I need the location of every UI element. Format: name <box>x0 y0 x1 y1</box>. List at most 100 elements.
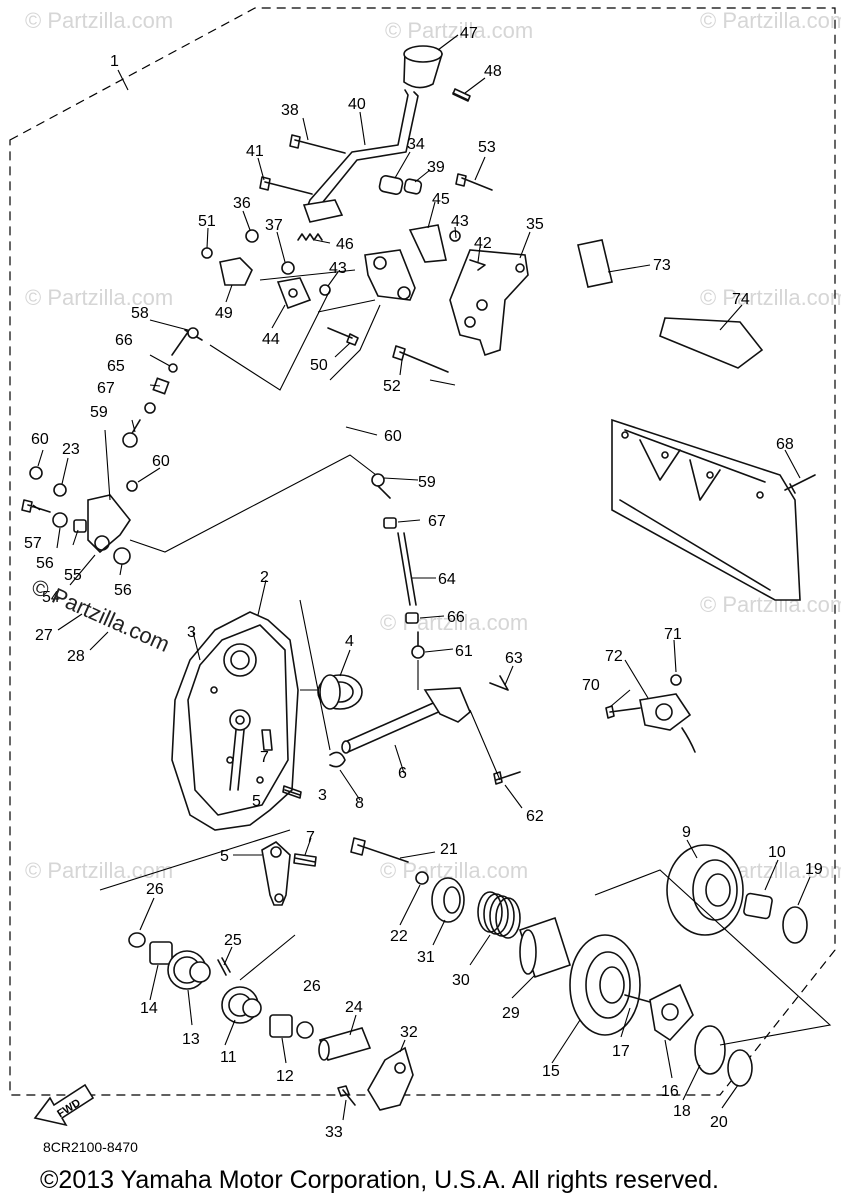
callout-50: 50 <box>310 357 328 374</box>
callout-13: 13 <box>182 1031 200 1048</box>
callout-73: 73 <box>653 257 671 274</box>
callout-59: 59 <box>90 404 108 421</box>
callout-63: 63 <box>505 650 523 667</box>
callout-60c: 60 <box>384 428 402 445</box>
diagram-code: 8CR2100-8470 <box>43 1139 138 1155</box>
callout-31: 31 <box>417 949 435 966</box>
callout-60b: 60 <box>152 453 170 470</box>
callout-15: 15 <box>542 1063 560 1080</box>
watermark: © Partzilla.com <box>25 8 173 33</box>
shift-lever-assembly <box>201 45 529 386</box>
callout-57: 57 <box>24 535 42 552</box>
callout-labels: 1 2 3 3 4 5 5 6 7 7 8 9 10 11 12 13 14 1… <box>24 25 823 1141</box>
callout-22: 22 <box>390 928 408 945</box>
callout-71: 71 <box>664 626 682 643</box>
fwd-arrow-icon: FWD <box>33 1083 95 1127</box>
callout-23: 23 <box>62 441 80 458</box>
partzilla-watermark-large: © Partzilla.com <box>28 574 174 657</box>
callout-62: 62 <box>526 808 544 825</box>
callout-8: 8 <box>355 795 364 812</box>
callout-44: 44 <box>262 331 280 348</box>
callout-43b: 43 <box>329 260 347 277</box>
callout-56b: 56 <box>114 582 132 599</box>
callout-36: 36 <box>233 195 251 212</box>
callout-66: 66 <box>115 332 133 349</box>
callout-66b: 66 <box>447 609 465 626</box>
callout-60: 60 <box>31 431 49 448</box>
tensioner-arm <box>99 829 317 981</box>
copyright-notice: ©2013 Yamaha Motor Corporation, U.S.A. A… <box>40 1166 719 1194</box>
callout-32: 32 <box>400 1024 418 1041</box>
callout-37: 37 <box>265 217 283 234</box>
callout-61: 61 <box>455 643 473 660</box>
callout-20: 20 <box>710 1114 728 1131</box>
callout-55: 55 <box>64 567 82 584</box>
callout-27: 27 <box>35 627 53 644</box>
callout-56: 56 <box>36 555 54 572</box>
callout-42: 42 <box>474 235 492 252</box>
callout-9: 9 <box>682 824 691 841</box>
callout-54: 54 <box>42 589 60 606</box>
callout-70: 70 <box>582 677 600 694</box>
callout-26: 26 <box>146 881 164 898</box>
callout-48: 48 <box>484 63 502 80</box>
callout-12: 12 <box>276 1068 294 1085</box>
callout-11: 11 <box>220 1049 237 1066</box>
callout-53: 53 <box>478 139 496 156</box>
callout-7: 7 <box>260 749 269 766</box>
callout-24: 24 <box>345 999 363 1016</box>
callout-30: 30 <box>452 972 470 989</box>
callout-38: 38 <box>281 102 299 119</box>
callout-41: 41 <box>246 143 264 160</box>
callout-67: 67 <box>97 380 115 397</box>
callout-7b: 7 <box>306 829 315 846</box>
callout-26b: 26 <box>303 978 321 995</box>
watermark: © Partzilla.com <box>25 858 173 883</box>
callout-6: 6 <box>398 765 407 782</box>
callout-19: 19 <box>805 861 823 878</box>
callout-51: 51 <box>198 213 216 230</box>
shift-rod-linkage <box>341 473 521 785</box>
callout-43: 43 <box>451 213 469 230</box>
callout-5: 5 <box>252 793 261 810</box>
callout-29: 29 <box>502 1005 520 1022</box>
chaincase-cover <box>171 599 363 831</box>
callout-17: 17 <box>612 1043 630 1060</box>
callout-40: 40 <box>348 96 366 113</box>
watermark: © Partzilla.com <box>385 18 533 43</box>
callout-21: 21 <box>440 841 458 858</box>
callout-64: 64 <box>438 571 456 588</box>
callout-67b: 67 <box>428 513 446 530</box>
callout-39: 39 <box>427 159 445 176</box>
watermark: © Partzilla.com <box>700 8 841 33</box>
callout-68: 68 <box>776 436 794 453</box>
callout-14: 14 <box>140 1000 158 1017</box>
callout-25: 25 <box>224 932 242 949</box>
callout-45: 45 <box>432 191 450 208</box>
callout-3b: 3 <box>318 787 327 804</box>
callout-72: 72 <box>605 648 623 665</box>
driven-sprocket-group <box>350 837 832 1087</box>
callout-58: 58 <box>131 305 149 322</box>
linkage-rods <box>21 289 381 565</box>
callout-65: 65 <box>107 358 125 375</box>
callout-10: 10 <box>768 844 786 861</box>
callout-leaders <box>32 34 811 1121</box>
callout-3: 3 <box>187 624 196 641</box>
callout-28: 28 <box>67 648 85 665</box>
callout-33: 33 <box>325 1124 343 1141</box>
watermark-layer: © Partzilla.com © Partzilla.com © Partzi… <box>25 8 841 883</box>
watermark: © Partzilla.com <box>380 610 528 635</box>
callout-47: 47 <box>460 25 478 42</box>
callout-2: 2 <box>260 569 269 586</box>
callout-34: 34 <box>407 136 425 153</box>
callout-16: 16 <box>661 1083 679 1100</box>
callout-49: 49 <box>215 305 233 322</box>
lower-sprocket-group <box>128 932 414 1111</box>
callout-52: 52 <box>383 378 401 395</box>
callout-5b: 5 <box>220 848 229 865</box>
callout-18: 18 <box>673 1103 691 1120</box>
callout-46: 46 <box>336 236 354 253</box>
watermark: © Partzilla.com <box>700 285 841 310</box>
